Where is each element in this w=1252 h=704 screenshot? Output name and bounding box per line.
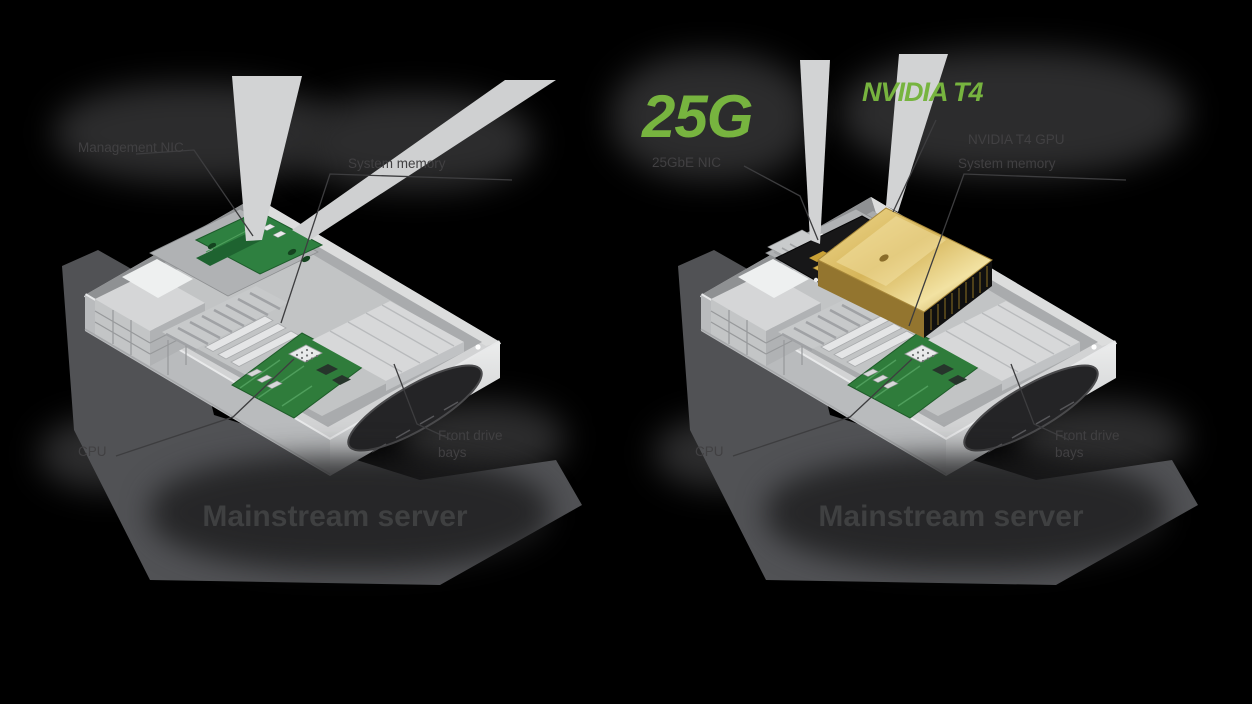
leader-lines [115,149,513,457]
left-drives-label-line1: Front drive [438,428,503,443]
management-nic-card [194,210,324,275]
right-server [699,54,1127,478]
label-shadow-blob [612,54,812,180]
callout-beam-gpu [886,54,948,212]
callout-beam-nic [800,60,830,244]
left-memory-label: System memory [348,156,446,171]
front-shadow-blob [766,455,1166,570]
leader-lines [732,119,1127,457]
right-gpu-label: NVIDIA T4 GPU [968,132,1065,147]
nvidia-t4-gpu [817,207,993,338]
right-drives-label: Front drive bays [1055,428,1120,462]
left-drives-label: Front drive bays [438,428,503,462]
front-shadow-blob [150,455,550,570]
right-memory-label: System memory [958,156,1056,171]
callout-beam-memory [292,80,556,240]
left-server [83,76,556,478]
right-drives-label-line2: bays [1055,444,1084,460]
right-server-title: Mainstream server [818,500,1084,533]
left-nic-label: Management NIC [78,140,184,155]
callout-beam-nic [232,76,302,241]
left-server-title: Mainstream server [202,500,468,533]
right-drives-label-line1: Front drive [1055,428,1120,443]
right-gpu-accent: NVIDIA T4 [862,77,984,107]
left-cpu-label: CPU [78,444,107,459]
left-drives-label-line2: bays [438,444,467,460]
right-nic-label: 25GbE NIC [652,155,722,170]
right-network-speed-accent: 25G [642,83,753,150]
right-cpu-label: CPU [695,444,724,459]
riser-card [196,233,262,266]
